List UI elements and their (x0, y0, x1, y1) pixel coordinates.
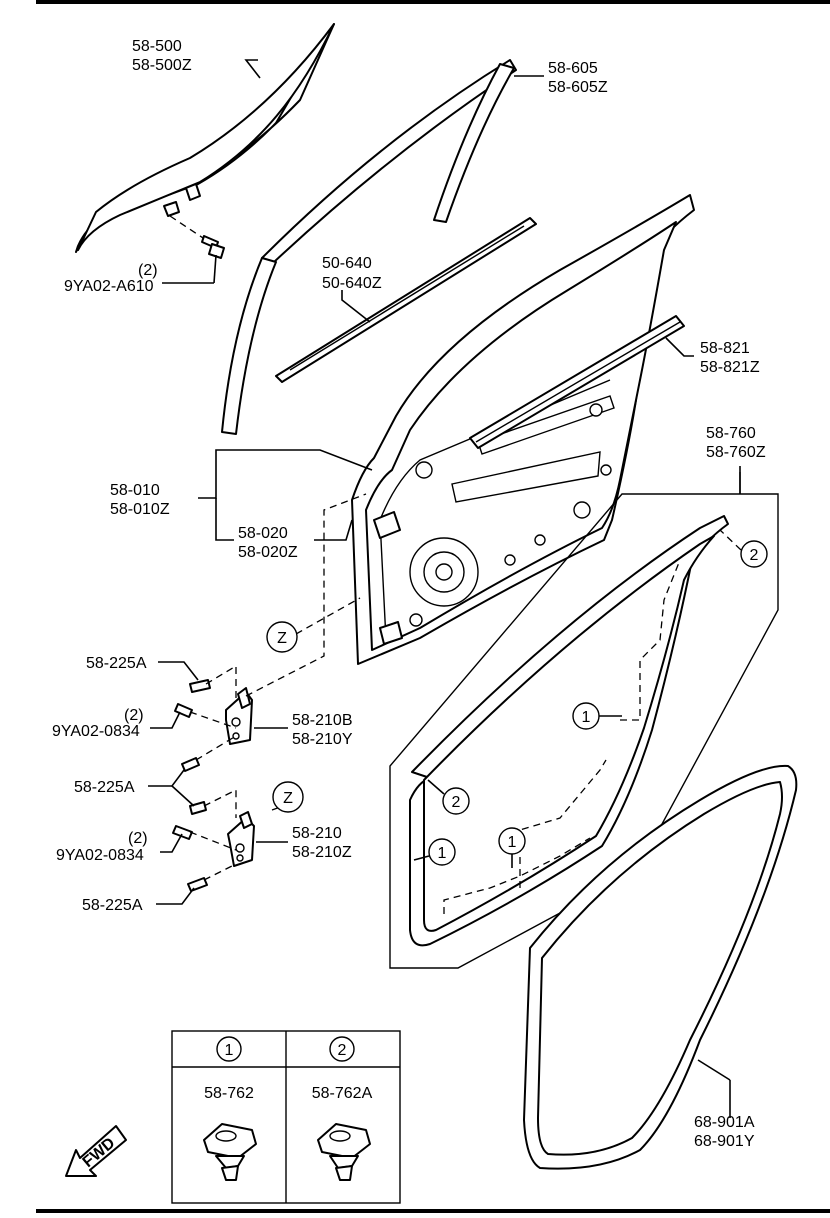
callout-lower-hinge-bolt2: 9YA02-0834 (56, 847, 144, 864)
fwd-arrow-icon: FWD (65, 1125, 127, 1177)
callout-door-assy-2: 58-010Z (110, 501, 170, 518)
clip-2-illustration (317, 1123, 371, 1181)
callout-middle-bolt: 58-225A (74, 779, 135, 796)
clip-marker-2-top: 2 (719, 529, 768, 568)
callout-door-panel-2: 58-020Z (238, 544, 298, 561)
clip-marker-2-left-label: 2 (452, 794, 461, 811)
callout-upper-hinge-2: 58-210Y (292, 731, 353, 748)
callout-lower-hinge-bolt2-qty: (2) (128, 830, 148, 847)
clip-table-part-2: 58-762A (312, 1085, 373, 1102)
callout-lower-hinge-bolt: 58-225A (82, 897, 143, 914)
bottom-border (36, 1209, 830, 1213)
clip-1-illustration (203, 1123, 257, 1181)
callout-belt-molding-1: 50-640 (322, 255, 372, 272)
callout-glass-bolt: 9YA02-A610 (64, 278, 154, 295)
hinge-bolts[interactable] (172, 679, 211, 892)
clip-marker-1-center-label: 1 (508, 834, 517, 851)
z-marker-lower-label: Z (283, 790, 293, 807)
glass-bolt[interactable] (201, 235, 225, 259)
clip-marker-1-left-label: 1 (438, 845, 447, 862)
belt-molding[interactable] (275, 217, 537, 383)
callout-lower-hinge-2: 58-210Z (292, 844, 352, 861)
clip-table-part-1: 58-762 (204, 1085, 254, 1102)
callout-outer-weatherstrip-1: 58-821 (700, 340, 750, 357)
upper-hinge[interactable] (225, 687, 253, 745)
door-shell[interactable] (351, 194, 695, 665)
callout-body-weatherstrip-2: 68-901Y (694, 1133, 755, 1150)
callout-door-weatherstrip-1: 58-760 (706, 425, 756, 442)
callout-upper-hinge-bolt: 58-225A (86, 655, 147, 672)
clip-table: 1 2 58-762 58-762A (171, 1030, 401, 1204)
z-marker-upper-label: Z (277, 630, 287, 647)
callout-belt-molding-2: 50-640Z (322, 275, 382, 292)
clip-marker-2-top-label: 2 (750, 547, 759, 564)
callout-glass-1: 58-500 (132, 38, 182, 55)
window-channel[interactable] (221, 59, 517, 435)
callout-glass-bolt-qty: (2) (138, 262, 158, 279)
weatherstrip-group-frame (389, 472, 779, 969)
z-marker-upper: Z (266, 621, 298, 653)
callout-door-panel-1: 58-020 (238, 525, 288, 542)
callout-upper-hinge-bolt2: 9YA02-0834 (52, 723, 140, 740)
callout-lower-hinge-1: 58-210 (292, 825, 342, 842)
clip-table-header-2: 2 (338, 1042, 347, 1059)
callout-channel-1: 58-605 (548, 60, 598, 77)
lower-hinge[interactable] (227, 811, 255, 867)
clip-marker-1-right-label: 1 (582, 709, 591, 726)
top-border (36, 0, 830, 4)
clip-marker-2-left: 2 (427, 779, 470, 815)
clip-table-header-1: 1 (225, 1042, 234, 1059)
callout-door-assy-1: 58-010 (110, 482, 160, 499)
z-marker-lower: Z (272, 781, 304, 813)
callout-outer-weatherstrip-2: 58-821Z (700, 359, 760, 376)
callout-channel-2: 58-605Z (548, 79, 608, 96)
clip-marker-1-right: 1 (572, 702, 622, 730)
clip-marker-1-left: 1 (413, 838, 456, 866)
callout-glass-2: 58-500Z (132, 57, 192, 74)
outer-weatherstrip[interactable] (469, 315, 685, 449)
callout-upper-hinge-bolt2-qty: (2) (124, 707, 144, 724)
clip-marker-1-center: 1 (498, 827, 526, 868)
body-weatherstrip[interactable] (523, 764, 798, 1170)
door-weatherstrip[interactable] (409, 515, 729, 947)
door-glass[interactable] (75, 23, 335, 253)
callout-upper-hinge-1: 58-210B (292, 712, 353, 729)
callout-body-weatherstrip-1: 68-901A (694, 1114, 755, 1131)
callout-door-weatherstrip-2: 58-760Z (706, 444, 766, 461)
